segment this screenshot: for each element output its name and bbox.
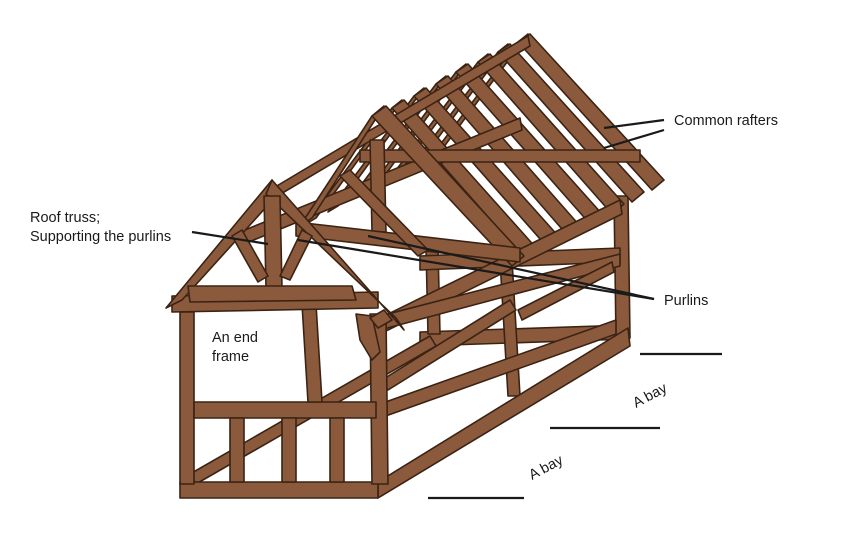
leader-purlins-1: [297, 238, 655, 301]
gable-tie-beam: [187, 285, 357, 303]
front-stud: [229, 417, 245, 483]
label-roof-truss-line2: Supporting the purlins: [30, 229, 171, 245]
middle-roof-truss: [295, 105, 525, 267]
gable-right-rafter: [265, 179, 405, 331]
front-stud: [301, 303, 323, 403]
label-end-frame-line2: frame: [212, 349, 249, 365]
front-sill-beam: [179, 481, 379, 499]
front-curved-brace: [355, 313, 381, 361]
front-stud: [281, 417, 297, 483]
rafter-right: [477, 53, 625, 215]
leader-common-rafters-1: [603, 118, 665, 130]
front-mid-rail: [193, 401, 377, 419]
side-brace: [517, 261, 615, 321]
front-stud: [329, 417, 345, 483]
leader-roof-truss: [191, 230, 269, 246]
label-common-rafters: Common rafters: [674, 113, 778, 129]
truss-right-rafter: [371, 105, 525, 267]
label-end-frame-line1: An end: [212, 330, 258, 346]
front-gable-truss: [165, 179, 405, 331]
label-leader-lines: [191, 118, 722, 500]
gable-strut: [231, 229, 269, 283]
label-roof-truss-line1: Roof truss;: [30, 210, 100, 226]
purlin-right: [359, 149, 641, 163]
leader-common-rafters-2: [603, 128, 665, 150]
gable-strut: [279, 229, 313, 281]
purlin-end: [369, 309, 393, 329]
label-bay-lower: A bay: [526, 452, 566, 484]
label-bay-upper: A bay: [630, 380, 670, 412]
leader-purlins-2: [367, 234, 655, 301]
front-post-left: [179, 311, 195, 485]
label-purlins: Purlins: [664, 293, 708, 309]
